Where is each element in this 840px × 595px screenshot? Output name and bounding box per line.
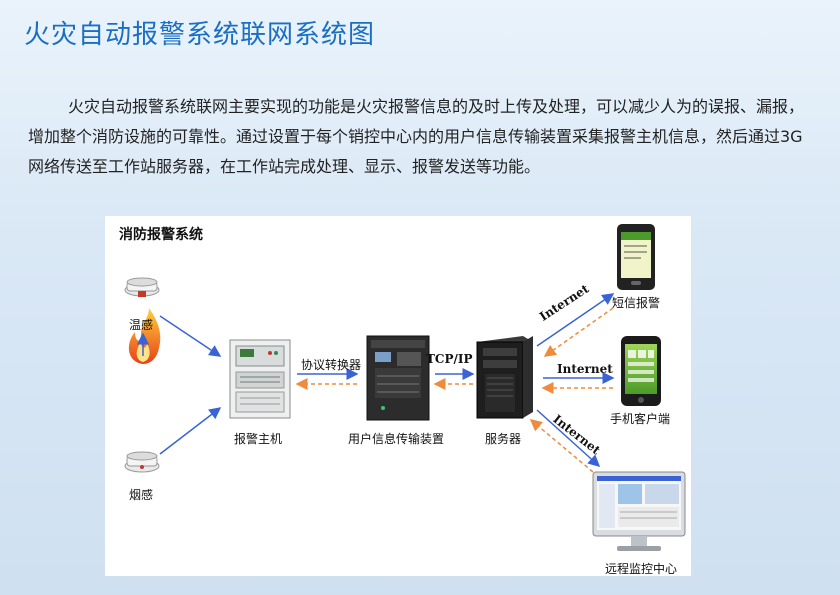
tcpip-label: TCP/IP bbox=[426, 352, 473, 366]
heat-detector-icon bbox=[124, 277, 160, 297]
server-to-remote-arrow bbox=[536, 409, 601, 468]
mobile-client-label: 手机客户端 bbox=[610, 412, 671, 426]
network-diagram: 消防报警系统 温感 烟感 报警主机 协议转换器 用户信息传输装置 服务器 短信报… bbox=[105, 216, 691, 576]
heat-to-host-arrow bbox=[159, 315, 222, 357]
mobile-client-phone-icon bbox=[621, 336, 661, 406]
alarm-host-icon bbox=[229, 339, 291, 419]
alarm-host-label: 报警主机 bbox=[234, 432, 283, 446]
heat-detector-label: 温感 bbox=[129, 318, 154, 332]
smoke-detector-label: 烟感 bbox=[129, 488, 154, 502]
server-icon bbox=[476, 336, 533, 419]
sms-alarm-label: 短信报警 bbox=[612, 296, 661, 310]
sms-phone-icon bbox=[617, 224, 655, 290]
internet-mobile-label: Internet bbox=[557, 362, 613, 376]
system-title: 消防报警系统 bbox=[119, 227, 203, 243]
remote-center-label: 远程监控中心 bbox=[605, 562, 678, 576]
user-info-device-icon bbox=[366, 335, 430, 421]
protocol-converter-label: 协议转换器 bbox=[301, 358, 362, 372]
smoke-detector-icon bbox=[124, 451, 160, 473]
remote-monitor-icon bbox=[592, 471, 686, 551]
server-to-sms-arrow bbox=[536, 293, 615, 347]
intro-paragraph: 火灾自动报警系统联网主要实现的功能是火灾报警信息的及时上传及处理，可以减少人为的… bbox=[28, 97, 805, 176]
user-info-device-label: 用户信息传输装置 bbox=[348, 432, 445, 446]
diagram-canvas bbox=[124, 224, 686, 551]
page-title: 火灾自动报警系统联网系统图 bbox=[24, 20, 376, 50]
server-label: 服务器 bbox=[485, 432, 522, 446]
smoke-to-host-arrow bbox=[159, 407, 222, 455]
